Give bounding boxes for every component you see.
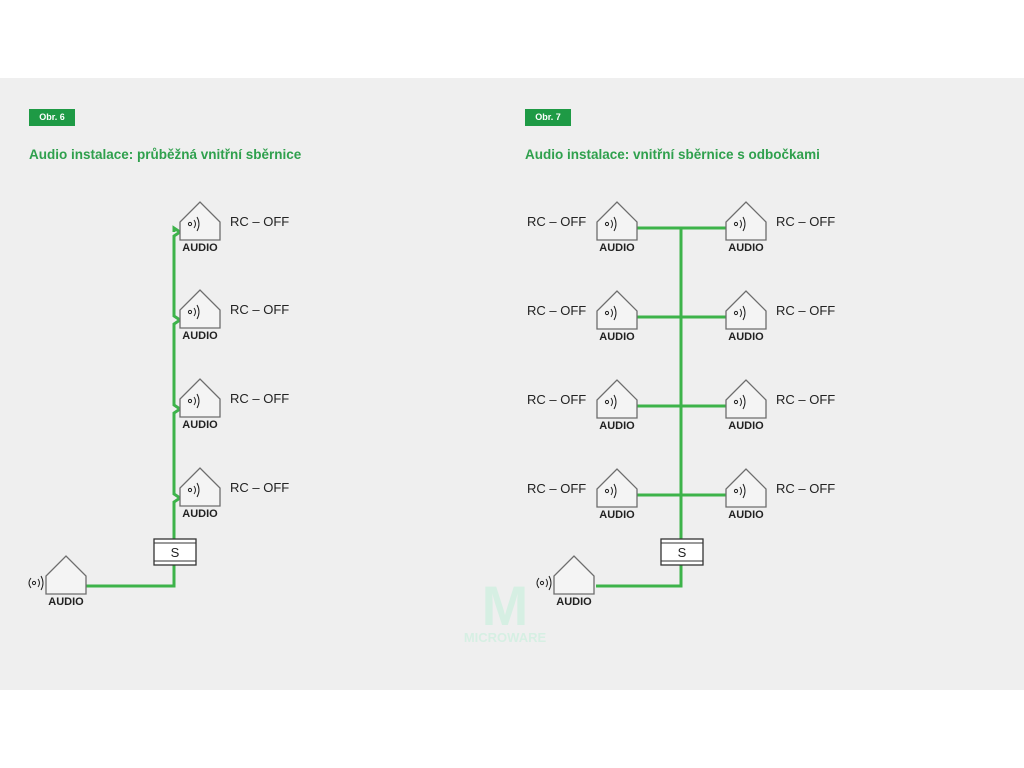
audio-label: AUDIO [599, 331, 635, 343]
house-outline [725, 201, 767, 241]
rc-off-label: RC – OFF [230, 214, 289, 229]
audio-label: AUDIO [728, 420, 764, 432]
figure-panel [0, 78, 1024, 690]
figure-7-title: Audio instalace: vnitřní sběrnice s odbo… [525, 147, 820, 162]
figure-7-badge: Obr. 7 [525, 109, 571, 126]
audio-label: AUDIO [556, 596, 592, 608]
house-outline [725, 290, 767, 330]
audio-label: AUDIO [182, 330, 218, 342]
speaker-icon [604, 483, 617, 499]
speaker-icon [187, 393, 200, 409]
fig6-audio-unit-1: AUDIO RC – OFF [179, 201, 289, 254]
speaker-icon [733, 394, 746, 410]
house-outline [45, 555, 87, 595]
rc-off-label: RC – OFF [776, 303, 835, 318]
house-outline [179, 467, 221, 507]
fig7-audio-unit-right-1: AUDIO RC – OFF [725, 201, 835, 254]
rc-off-label: RC – OFF [527, 303, 586, 318]
house-outline [725, 468, 767, 508]
fig6-audio-unit-4: AUDIO RC – OFF [179, 467, 289, 520]
house-outline [596, 468, 638, 508]
speaker-icon [187, 482, 200, 498]
speaker-icon [733, 305, 746, 321]
speaker-icon [604, 305, 617, 321]
fig7-audio-unit-left-1: AUDIO RC – OFF [527, 201, 638, 254]
bus-wiring [86, 225, 726, 588]
rc-off-label: RC – OFF [230, 302, 289, 317]
fig7-audio-unit-right-4: AUDIO RC – OFF [725, 468, 835, 521]
switch-label: S [678, 545, 687, 560]
house-outline [596, 379, 638, 419]
house-outline [179, 201, 221, 241]
audio-label: AUDIO [182, 242, 218, 254]
audio-label: AUDIO [48, 596, 84, 608]
rc-off-label: RC – OFF [527, 392, 586, 407]
figure-6-badge: Obr. 6 [29, 109, 75, 126]
house-outline [179, 378, 221, 418]
watermark-logo: M [482, 574, 529, 637]
house-outline [596, 201, 638, 241]
speaker-icon [28, 575, 44, 591]
fig7-feed-line [596, 564, 683, 588]
audio-label: AUDIO [728, 331, 764, 343]
audio-label: AUDIO [599, 242, 635, 254]
rc-off-label: RC – OFF [230, 480, 289, 495]
fig7-switch: S [660, 538, 704, 566]
fig6-audio-unit-3: AUDIO RC – OFF [179, 378, 289, 431]
watermark-text: MICROWARE [464, 630, 547, 645]
house-outline [596, 290, 638, 330]
fig6-main-bus [172, 225, 183, 540]
fig6-feed-line [86, 564, 176, 588]
fig7-audio-unit-left-2: AUDIO RC – OFF [527, 290, 638, 343]
audio-label: AUDIO [728, 509, 764, 521]
house-outline [725, 379, 767, 419]
speaker-icon [536, 575, 552, 591]
rc-off-label: RC – OFF [230, 391, 289, 406]
audio-label: AUDIO [599, 509, 635, 521]
rc-off-label: RC – OFF [776, 481, 835, 496]
fig7-audio-unit-left-4: AUDIO RC – OFF [527, 468, 638, 521]
rc-off-label: RC – OFF [776, 214, 835, 229]
house-outline [553, 555, 595, 595]
house-outline [179, 289, 221, 329]
audio-label: AUDIO [599, 420, 635, 432]
speaker-icon [604, 394, 617, 410]
fig6-switch: S [153, 538, 197, 566]
rc-off-label: RC – OFF [527, 214, 586, 229]
speaker-icon [187, 304, 200, 320]
fig6-audio-unit-2: AUDIO RC – OFF [179, 289, 289, 342]
speaker-icon [733, 216, 746, 232]
fig7-audio-unit-right-2: AUDIO RC – OFF [725, 290, 835, 343]
switch-label: S [171, 545, 180, 560]
audio-label: AUDIO [182, 419, 218, 431]
rc-off-label: RC – OFF [776, 392, 835, 407]
fig7-audio-unit-left-3: AUDIO RC – OFF [527, 379, 638, 432]
fig6-source-unit: AUDIO [28, 555, 87, 608]
rc-off-label: RC – OFF [527, 481, 586, 496]
speaker-icon [604, 216, 617, 232]
speaker-icon [733, 483, 746, 499]
figure-6-title: Audio instalace: průběžná vnitřní sběrni… [29, 147, 302, 162]
audio-label: AUDIO [728, 242, 764, 254]
fig7-audio-unit-right-3: AUDIO RC – OFF [725, 379, 835, 432]
fig7-source-unit: AUDIO [536, 555, 595, 608]
audio-label: AUDIO [182, 508, 218, 520]
speaker-icon [187, 216, 200, 232]
